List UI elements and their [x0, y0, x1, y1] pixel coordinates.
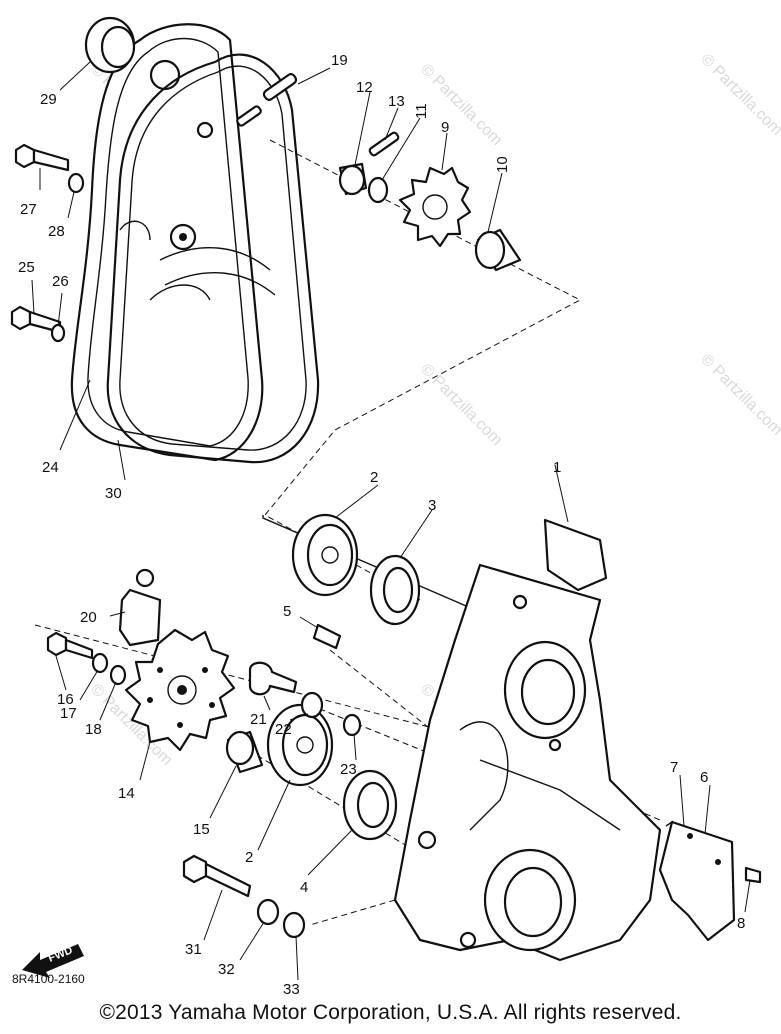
bracket-plate — [658, 820, 762, 942]
callout-13: 13 — [388, 93, 405, 110]
callout-11: 11 — [413, 103, 430, 119]
callout-9: 9 — [441, 119, 449, 136]
callout-6: 6 — [700, 769, 708, 786]
callout-1: 1 — [553, 459, 561, 476]
callout-27: 27 — [20, 201, 37, 218]
callout-19: 19 — [331, 52, 348, 69]
callout-4: 4 — [300, 879, 308, 896]
chain-case-housing — [393, 518, 662, 962]
callout-26: 26 — [52, 273, 69, 290]
cover-bolts — [10, 143, 85, 343]
callout-7: 7 — [670, 759, 678, 776]
callout-2: 2 — [245, 849, 253, 866]
callout-29: 29 — [40, 91, 57, 108]
chain-joint — [236, 73, 298, 127]
watermark: © Partzilla.com — [417, 61, 505, 149]
callout-12: 12 — [356, 79, 373, 96]
lower-sprocket — [124, 628, 236, 752]
callout-5: 5 — [283, 603, 291, 620]
callout-18: 18 — [85, 721, 102, 738]
callout-10: 10 — [494, 156, 511, 173]
callout-30: 30 — [105, 485, 122, 502]
watermark: © Partzilla.com — [417, 361, 505, 449]
callout-28: 28 — [48, 223, 65, 240]
callout-20: 20 — [80, 609, 97, 626]
callout-14: 14 — [118, 785, 135, 802]
callout-2: 2 — [370, 469, 378, 486]
chain-case-cover — [70, 23, 264, 462]
upper-sprocket-assembly — [338, 131, 522, 272]
watermark: © Partzilla.com — [697, 351, 781, 439]
bearings — [266, 513, 421, 841]
callout-32: 32 — [218, 961, 235, 978]
callout-16: 16 — [57, 691, 74, 708]
case-bolts — [182, 854, 306, 939]
callout-33: 33 — [283, 981, 300, 998]
callout-3: 3 — [428, 497, 436, 514]
watermark: © Partzilla.com — [697, 51, 781, 139]
callout-17: 17 — [60, 705, 77, 722]
leader-lines — [31, 61, 751, 981]
callout-25: 25 — [18, 259, 35, 276]
callout-21: 21 — [250, 711, 267, 728]
callout-8: 8 — [737, 915, 745, 932]
callout-numbers: 1 2 2 3 4 5 6 7 8 9 10 11 12 13 14 15 16… — [18, 52, 745, 998]
callout-22: 22 — [275, 721, 292, 738]
callout-31: 31 — [185, 941, 202, 958]
grease-fitting — [312, 623, 342, 650]
chain-tensioner — [118, 568, 162, 647]
lower-fasteners — [46, 631, 362, 774]
diagram-code: 8R4100-2160 — [12, 972, 85, 986]
callout-24: 24 — [42, 459, 59, 476]
callout-15: 15 — [193, 821, 210, 838]
callout-23: 23 — [340, 761, 357, 778]
copyright-notice: ©2013 Yamaha Motor Corporation, U.S.A. A… — [99, 1001, 682, 1024]
oil-seal — [84, 16, 136, 74]
